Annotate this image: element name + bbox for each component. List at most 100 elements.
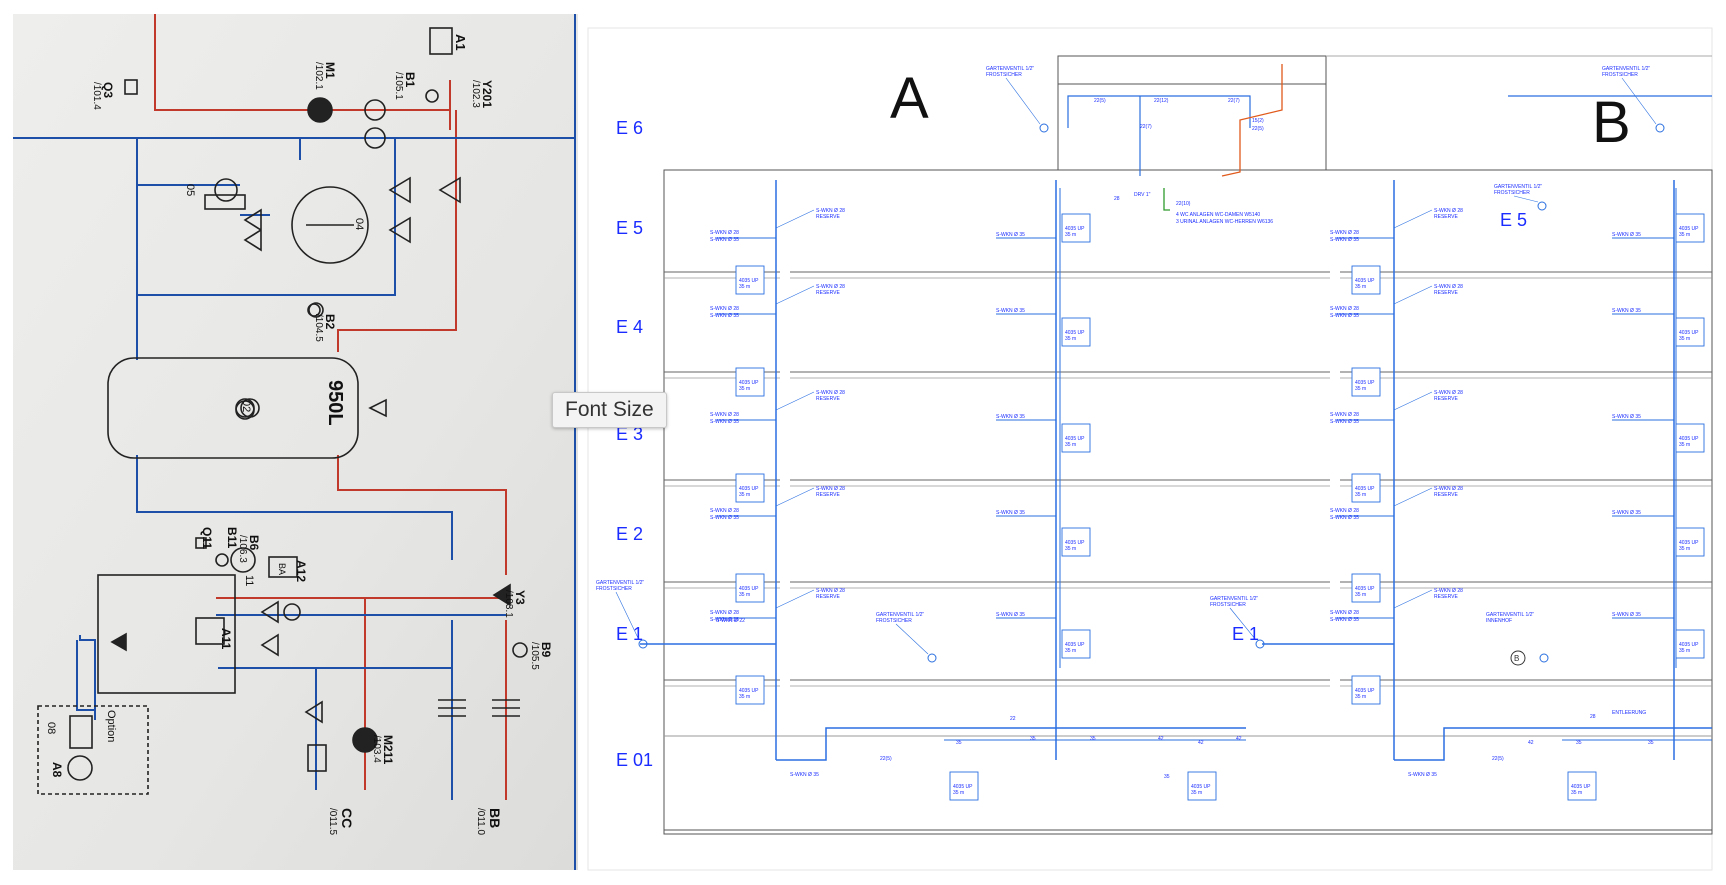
up-unit-label-1: 4035 UP bbox=[739, 380, 759, 386]
basement-dn-0: 22 bbox=[1010, 716, 1016, 722]
riser-label-b-4-0: S-WKN Ø 35 bbox=[710, 617, 739, 623]
label-b2: B2 bbox=[323, 314, 337, 330]
reserve-label-3-0: RESERVE bbox=[816, 492, 840, 498]
label-08: 08 bbox=[45, 722, 57, 734]
label-a12: A12 bbox=[294, 560, 308, 582]
garden-valve-note-2: FROSTSICHER bbox=[596, 586, 632, 592]
reserve-riser-1-1: S-WKN Ø 28 bbox=[1434, 284, 1463, 290]
up-unit-box-22 bbox=[1567, 771, 1597, 801]
garden-valve-icon-2 bbox=[638, 639, 648, 649]
up-unit-box-12 bbox=[1351, 473, 1381, 503]
up-unit-box-15 bbox=[1675, 213, 1705, 243]
up-unit-label-15: 4035 UP bbox=[1679, 226, 1699, 232]
basement-dn-4: 42 bbox=[1198, 740, 1204, 746]
up-unit-label-11: 4035 UP bbox=[1355, 380, 1375, 386]
reserve-leader-1-0 bbox=[775, 285, 815, 305]
riser-label-b-0-1: S-WKN Ø 35 bbox=[1330, 237, 1359, 243]
up-unit-label-22: 4035 UP bbox=[1571, 784, 1591, 790]
up-unit-label-10: 4035 UP bbox=[1355, 278, 1375, 284]
up-unit-len-22: 35 m bbox=[1571, 790, 1582, 796]
cold-water-lines bbox=[13, 137, 575, 800]
riser-label-b-1-0: S-WKN Ø 35 bbox=[710, 313, 739, 319]
roof-dn-5: 22(5) bbox=[1252, 126, 1264, 132]
label-b1-ref: /105.1 bbox=[393, 72, 404, 100]
riser-label-3-0: S-WKN Ø 28 bbox=[710, 508, 739, 514]
riser-label-2-1: S-WKN Ø 28 bbox=[1330, 412, 1359, 418]
roof-dn-6: 28 bbox=[1114, 196, 1120, 202]
reserve-label-0-0: RESERVE bbox=[816, 214, 840, 220]
up-unit-len-20: 35 m bbox=[953, 790, 964, 796]
label-b2-ref: /104.5 bbox=[313, 314, 324, 342]
reserve-riser-0-0: S-WKN Ø 28 bbox=[816, 208, 845, 214]
up-unit-label-9: 4035 UP bbox=[1065, 642, 1085, 648]
roof-dn-3: 22(7) bbox=[1140, 124, 1152, 130]
innenhof-valve-icon bbox=[1539, 653, 1549, 663]
up-unit-len-11: 35 m bbox=[1355, 386, 1366, 392]
up-unit-len-17: 35 m bbox=[1679, 442, 1690, 448]
label-950l: 950L bbox=[324, 380, 346, 426]
basement-dn-10: 42 bbox=[1528, 740, 1534, 746]
basement-dn-8: 35 bbox=[1164, 774, 1170, 780]
label-m1-ref: /102.1 bbox=[313, 62, 324, 90]
riser-r-label-4-0: S-WKN Ø 35 bbox=[996, 612, 1025, 618]
label-bb: BB bbox=[487, 808, 503, 828]
label-a12-box: BA bbox=[277, 563, 287, 575]
label-y3: Y3 bbox=[513, 590, 527, 605]
up-unit-len-19: 35 m bbox=[1679, 648, 1690, 654]
up-unit-label-7: 4035 UP bbox=[1065, 436, 1085, 442]
up-unit-len-3: 35 m bbox=[739, 592, 750, 598]
garden-valve-icon-3 bbox=[927, 653, 937, 663]
up-unit-label-6: 4035 UP bbox=[1065, 330, 1085, 336]
up-unit-box-18 bbox=[1675, 527, 1705, 557]
garden-valve-label-1: GARTENVENTIL 1/2" bbox=[1602, 66, 1650, 72]
basement-riser-b: S-WKN Ø 35 bbox=[1408, 772, 1437, 778]
label-y3-ref: /103.1 bbox=[503, 590, 514, 618]
label-a11: A11 bbox=[219, 628, 233, 650]
label-cc-ref: /011.5 bbox=[327, 808, 338, 835]
garden-valve-leader-4 bbox=[1229, 607, 1257, 641]
up-unit-label-3: 4035 UP bbox=[739, 586, 759, 592]
basement-dn-13: 22(5) bbox=[1492, 756, 1504, 762]
up-unit-label-12: 4035 UP bbox=[1355, 486, 1375, 492]
up-unit-box-8 bbox=[1061, 527, 1091, 557]
up-unit-len-21: 35 m bbox=[1191, 790, 1202, 796]
label-05: 05 bbox=[184, 184, 196, 196]
green-branch bbox=[1163, 188, 1170, 211]
riser-label-2-0: S-WKN Ø 28 bbox=[710, 412, 739, 418]
garden-valve-leader-5 bbox=[1513, 195, 1539, 203]
floor-label-e6: E 6 bbox=[616, 118, 643, 138]
basement-dn-12: 35 bbox=[1648, 740, 1654, 746]
reserve-label-4-1: RESERVE bbox=[1434, 594, 1458, 600]
floor-label-e2: E 2 bbox=[616, 524, 643, 544]
riser-r-label-2-0: S-WKN Ø 35 bbox=[996, 414, 1025, 420]
reserve-label-4-0: RESERVE bbox=[816, 594, 840, 600]
reserve-leader-3-0 bbox=[775, 487, 815, 507]
garden-valve-icon-0 bbox=[1039, 123, 1049, 133]
basement-main-a bbox=[776, 727, 1246, 761]
basement-dn-2: 35 bbox=[1090, 736, 1096, 742]
up-unit-len-16: 35 m bbox=[1679, 336, 1690, 342]
up-unit-label-14: 4035 UP bbox=[1355, 688, 1375, 694]
roof-dn-2: 22(7) bbox=[1228, 98, 1240, 104]
reserve-riser-4-0: S-WKN Ø 28 bbox=[816, 588, 845, 594]
wc-note-2: 3 URINAL ANLAGEN WC-HERREN W6136 bbox=[1176, 219, 1273, 225]
up-unit-label-20: 4035 UP bbox=[953, 784, 973, 790]
label-bb-ref: /011.0 bbox=[475, 808, 486, 835]
hot-water-lines bbox=[154, 14, 507, 800]
up-unit-label-21: 4035 UP bbox=[1191, 784, 1211, 790]
riser-r-label-0-0: S-WKN Ø 35 bbox=[996, 232, 1025, 238]
label-b9: B9 bbox=[539, 642, 553, 658]
riser-r-label-3-1: S-WKN Ø 35 bbox=[1612, 510, 1641, 516]
garden-valve-label-2: GARTENVENTIL 1/2" bbox=[596, 580, 644, 586]
up-unit-len-6: 35 m bbox=[1065, 336, 1076, 342]
innenhof-valve-label: GARTENVENTIL 1/2" bbox=[1486, 612, 1534, 618]
roof-orange-pipe bbox=[1221, 64, 1283, 177]
garden-valve-note-4: FROSTSICHER bbox=[1210, 602, 1246, 608]
floor-label-e01: E 01 bbox=[616, 750, 653, 770]
up-unit-len-4: 35 m bbox=[739, 694, 750, 700]
label-04: 04 bbox=[353, 218, 365, 230]
roof-pipe bbox=[1067, 95, 1251, 128]
up-unit-len-9: 35 m bbox=[1065, 648, 1076, 654]
